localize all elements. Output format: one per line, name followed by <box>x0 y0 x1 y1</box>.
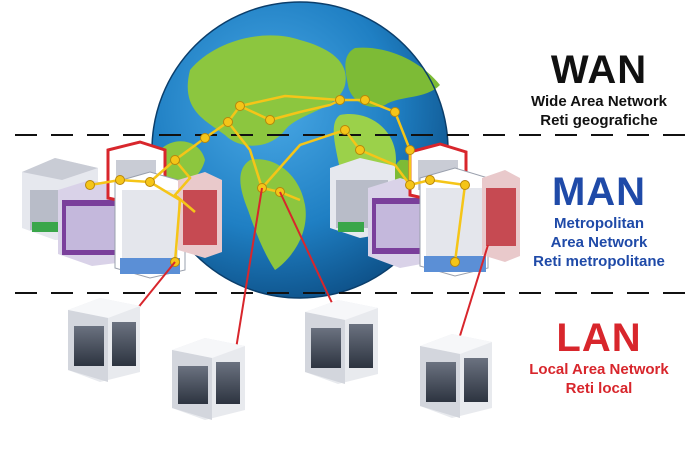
building-icon <box>114 171 186 279</box>
man-line-1: Metropolitan <box>554 215 644 232</box>
wan-line-2: Reti geografiche <box>540 112 658 129</box>
wan-label-block: WAN Wide Area Network Reti geografiche <box>500 48 698 130</box>
man-line-2: Area Network <box>550 234 648 251</box>
building-icon <box>178 172 222 258</box>
building-icon <box>58 180 125 266</box>
link-nodes <box>85 95 470 267</box>
man-building-cluster-right <box>330 142 520 277</box>
building-icon <box>482 170 520 262</box>
wan-title: WAN <box>550 48 648 92</box>
building-icon <box>368 178 432 268</box>
man-label-block: MAN Metropolitan Area Network Reti metro… <box>500 170 698 271</box>
man-line-3: Reti metropolitane <box>533 253 665 270</box>
building-icon <box>172 338 245 420</box>
lan-building-4 <box>420 334 492 418</box>
lan-line-2: Reti local <box>565 380 633 397</box>
building-icon <box>419 167 489 277</box>
building-icon <box>68 298 140 382</box>
man-building-cluster-left <box>22 140 222 279</box>
lan-title: LAN <box>556 316 642 360</box>
lan-links <box>119 187 489 356</box>
lan-building-1 <box>68 298 140 382</box>
building-icon <box>420 334 492 418</box>
building-icon <box>305 300 378 384</box>
wan-line-1: Wide Area Network <box>530 93 667 110</box>
lan-label-block: LAN Local Area Network Reti local <box>500 316 698 398</box>
tier-separators <box>15 134 698 294</box>
man-title: MAN <box>551 170 647 214</box>
lan-line-1: Local Area Network <box>529 361 669 378</box>
lan-building-2 <box>172 338 245 420</box>
lan-building-3 <box>305 300 378 384</box>
